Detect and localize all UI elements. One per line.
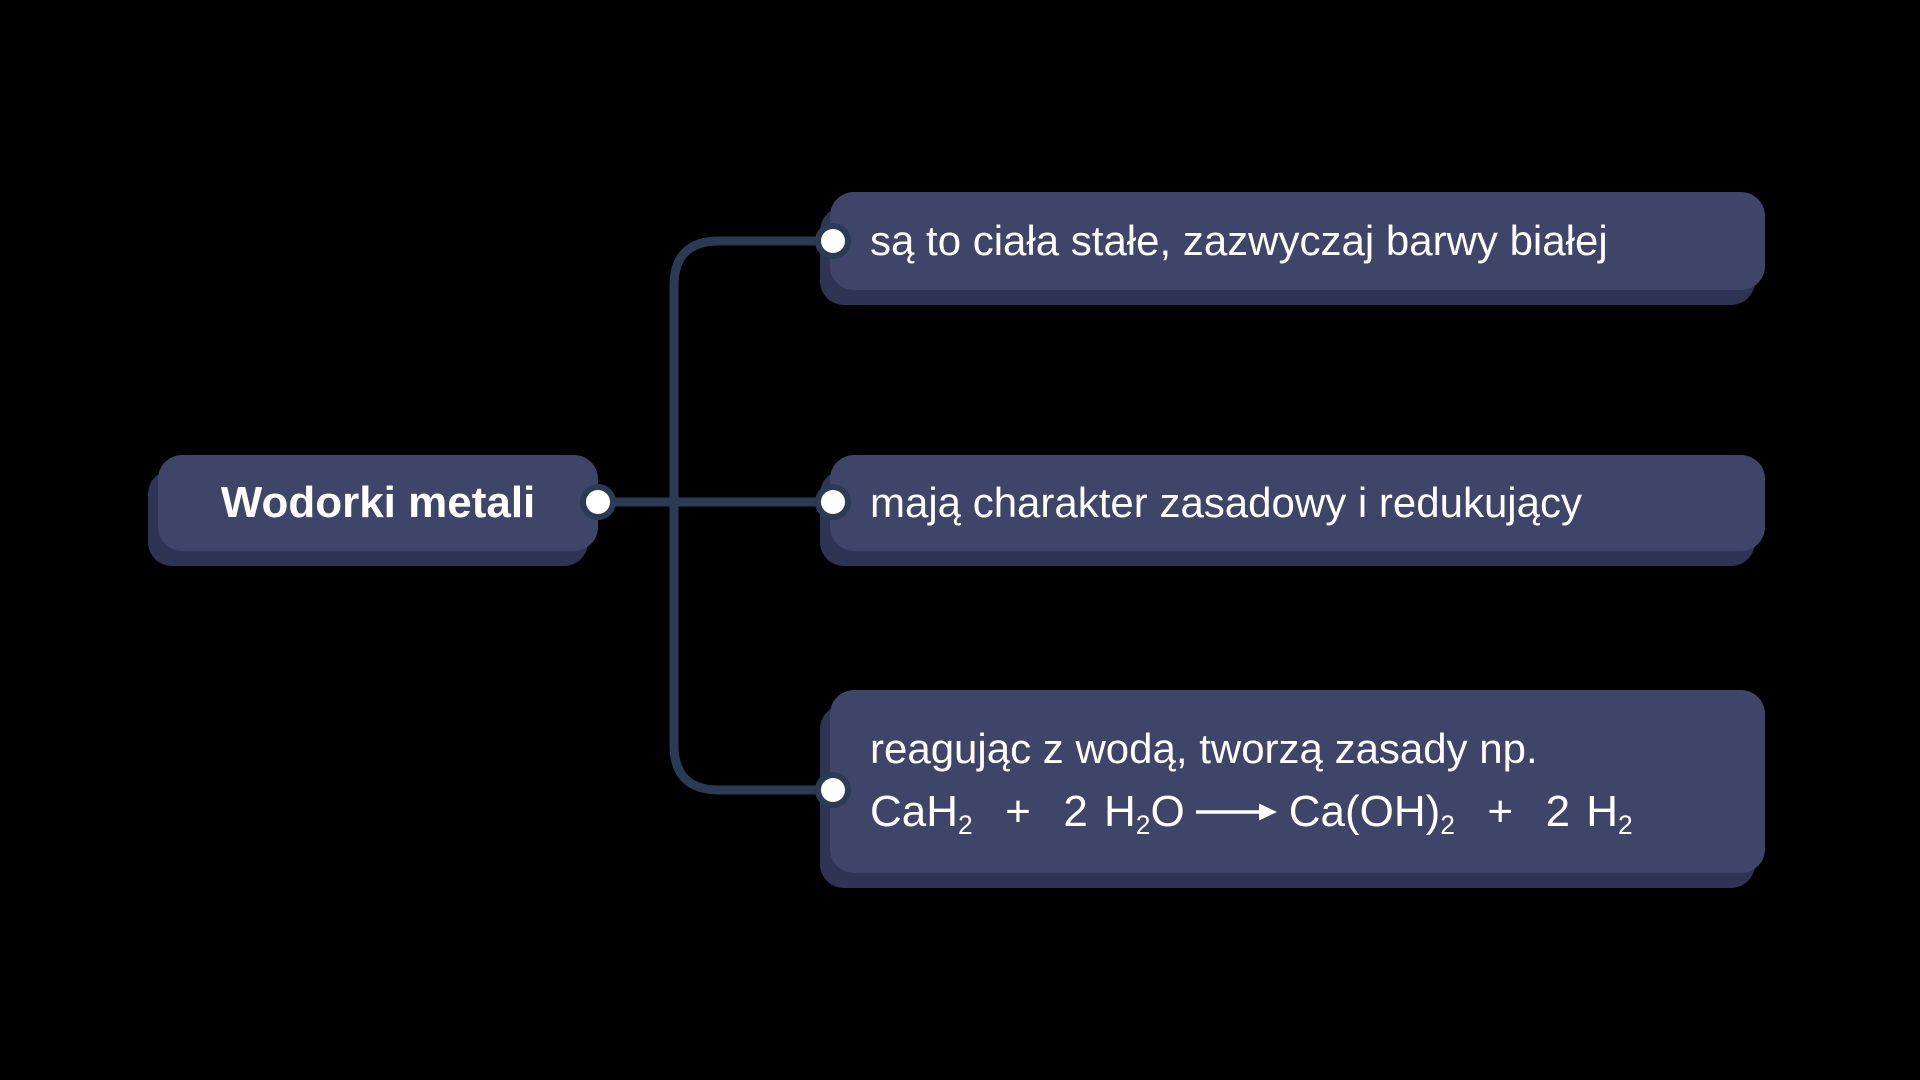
child-node-properties-label: mają charakter zasadowy i redukujący: [870, 479, 1582, 526]
link-dot-properties: [815, 484, 851, 520]
connector-branch-bottom: [669, 502, 833, 795]
link-dot-root: [580, 484, 616, 520]
child-node-solids: są to ciała stałe, zazwyczaj barwy białe…: [830, 192, 1765, 290]
child-node-reaction-label: reagując z wodą, tworzą zasady np.: [870, 724, 1538, 772]
root-node: Wodorki metali: [158, 455, 598, 551]
link-dot-reaction: [815, 772, 851, 808]
reaction-arrow-icon: [1195, 799, 1279, 825]
link-dot-solids: [815, 223, 851, 259]
root-node-label: Wodorki metali: [220, 478, 536, 527]
child-node-reaction: reagując z wodą, tworzą zasady np. CaH2 …: [830, 690, 1765, 873]
connector-branch-top: [669, 236, 833, 502]
child-node-solids-label: są to ciała stałe, zazwyczaj barwy białe…: [870, 217, 1608, 264]
child-node-properties: mają charakter zasadowy i redukujący: [830, 455, 1765, 551]
